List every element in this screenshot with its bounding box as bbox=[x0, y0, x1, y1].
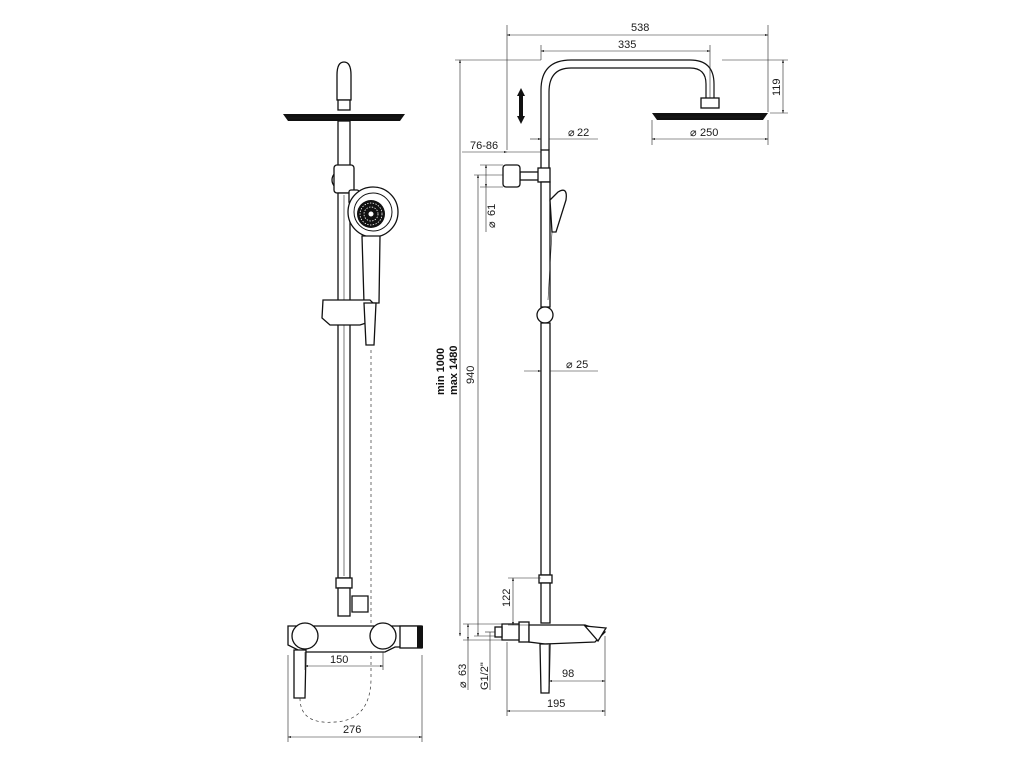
side-knob bbox=[502, 164, 521, 188]
dim-rail-height: 940 bbox=[465, 366, 477, 384]
dim-arm-length: 335 bbox=[618, 39, 636, 51]
side-spout bbox=[583, 625, 608, 643]
dim-mixer-width: 276 bbox=[343, 724, 361, 736]
side-shower-arm-outer bbox=[540, 59, 715, 150]
front-riser-upper bbox=[337, 120, 351, 167]
front-hose-nozzle bbox=[363, 302, 377, 346]
side-head-connector bbox=[700, 97, 720, 109]
dim-spout-length: 98 bbox=[562, 668, 574, 680]
front-inlet-left bbox=[291, 622, 319, 650]
side-spout-lower bbox=[539, 643, 551, 694]
dim-head-drop: 119 bbox=[771, 78, 783, 96]
dim-thread: G1/2" bbox=[479, 662, 491, 690]
dim-height-min: min 1000 bbox=[435, 348, 447, 395]
dim-overall-width: 538 bbox=[631, 22, 649, 34]
side-hand-shower bbox=[549, 189, 567, 233]
height-adjust-arrow bbox=[517, 88, 525, 124]
side-view: 538 335 119 ⌀ 22 ⌀ 250 76-86 ⌀ 61 bbox=[435, 22, 788, 716]
dim-knob-diameter: 61 bbox=[486, 204, 498, 216]
dim-height-max: max 1480 bbox=[448, 345, 460, 395]
svg-text:⌀: ⌀ bbox=[566, 359, 573, 371]
svg-text:⌀: ⌀ bbox=[568, 127, 575, 139]
dim-diverter-height: 122 bbox=[501, 589, 513, 607]
dim-wall-distance: 76-86 bbox=[470, 140, 498, 152]
dim-mixer-depth: 195 bbox=[547, 698, 565, 710]
side-rail-lower bbox=[540, 322, 551, 576]
svg-text:⌀: ⌀ bbox=[457, 681, 469, 688]
svg-text:⌀: ⌀ bbox=[486, 221, 498, 228]
front-rain-head bbox=[283, 114, 405, 121]
dim-inlet-spacing: 150 bbox=[330, 654, 348, 666]
side-inlet bbox=[501, 623, 520, 641]
side-mixer-body bbox=[528, 624, 607, 645]
side-slider bbox=[536, 306, 554, 324]
front-hand-shower-handle bbox=[361, 235, 381, 304]
dim-mixer-diameter: 63 bbox=[457, 664, 469, 676]
front-spout bbox=[293, 649, 307, 699]
dim-rail-diameter: 25 bbox=[576, 359, 588, 371]
front-hose-loop bbox=[299, 679, 372, 723]
front-head-connector bbox=[337, 99, 351, 111]
dim-head-diameter: 250 bbox=[700, 127, 718, 139]
front-riser-top bbox=[336, 61, 352, 101]
svg-text:⌀: ⌀ bbox=[690, 127, 697, 139]
side-rain-head bbox=[652, 113, 768, 120]
side-shower-arm-inner bbox=[548, 67, 707, 150]
dim-arm-diameter: 22 bbox=[577, 127, 589, 139]
front-inlet-right bbox=[369, 622, 397, 650]
front-diverter bbox=[351, 595, 369, 613]
front-view: 150 276 bbox=[283, 61, 423, 742]
